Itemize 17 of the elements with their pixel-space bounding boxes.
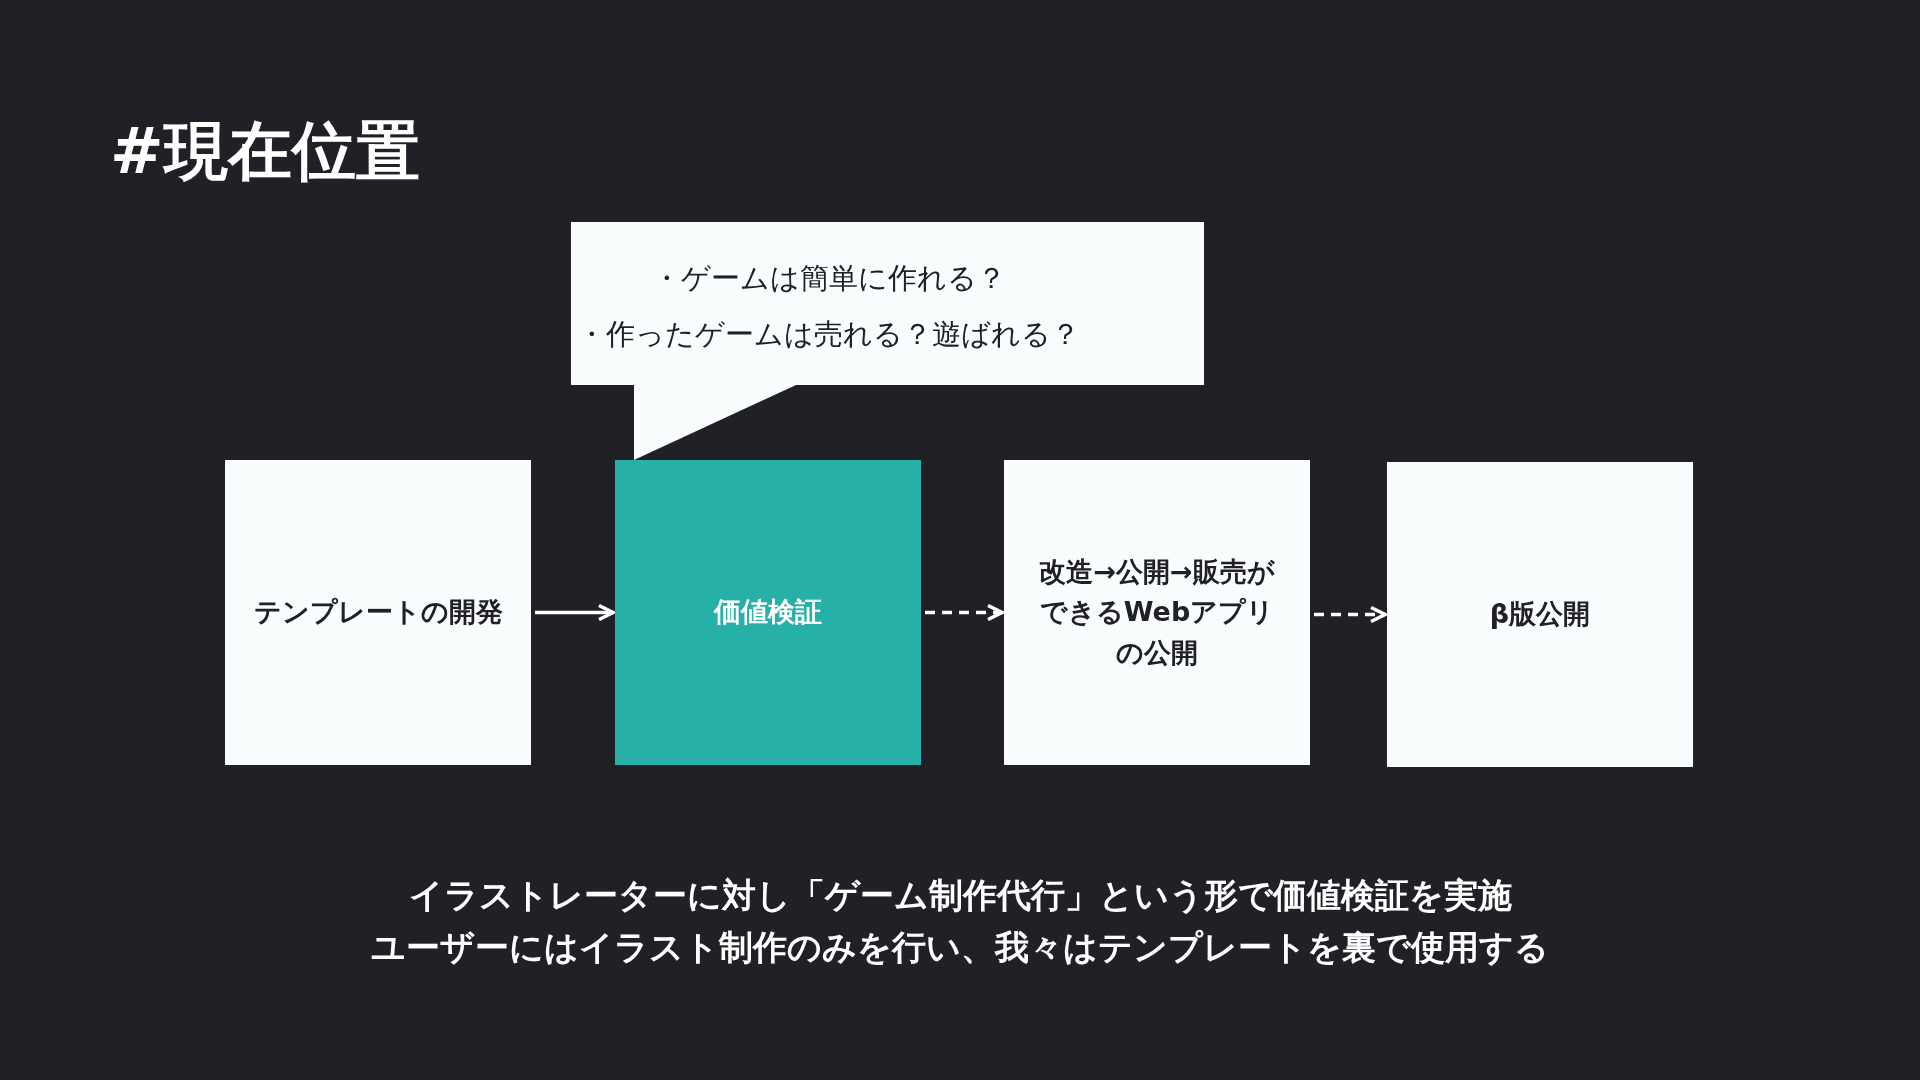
summary-text: イラストレーターに対し「ゲーム制作代行」という形で価値検証を実施 bbox=[407, 874, 1513, 917]
step-label: β版公開 bbox=[1488, 597, 1592, 632]
step-label: テンプレートの開発 bbox=[252, 595, 504, 630]
step-label: 価値検証 bbox=[712, 595, 823, 630]
speech-bubble bbox=[571, 222, 1204, 462]
step-label: 改造→公開→販売ができるWebアプリの公開 bbox=[1038, 554, 1276, 670]
arrow bbox=[535, 603, 615, 622]
summary-text: ユーザーにはイラスト制作のみを行い、我々はテンプレートを裏で使用する bbox=[370, 926, 1550, 969]
question-text: ・ゲームは簡単に作れる？ bbox=[650, 260, 1007, 297]
step-box bbox=[225, 460, 531, 765]
question-text: ・作ったゲームは売れる？遊ばれる？ bbox=[577, 316, 1080, 353]
step-box bbox=[1004, 460, 1310, 765]
step-box bbox=[1387, 462, 1693, 767]
highlighted-step-box bbox=[615, 460, 921, 765]
arrow bbox=[925, 603, 1004, 622]
slide-title: #現在位置 bbox=[110, 113, 420, 190]
arrow bbox=[1314, 605, 1387, 624]
